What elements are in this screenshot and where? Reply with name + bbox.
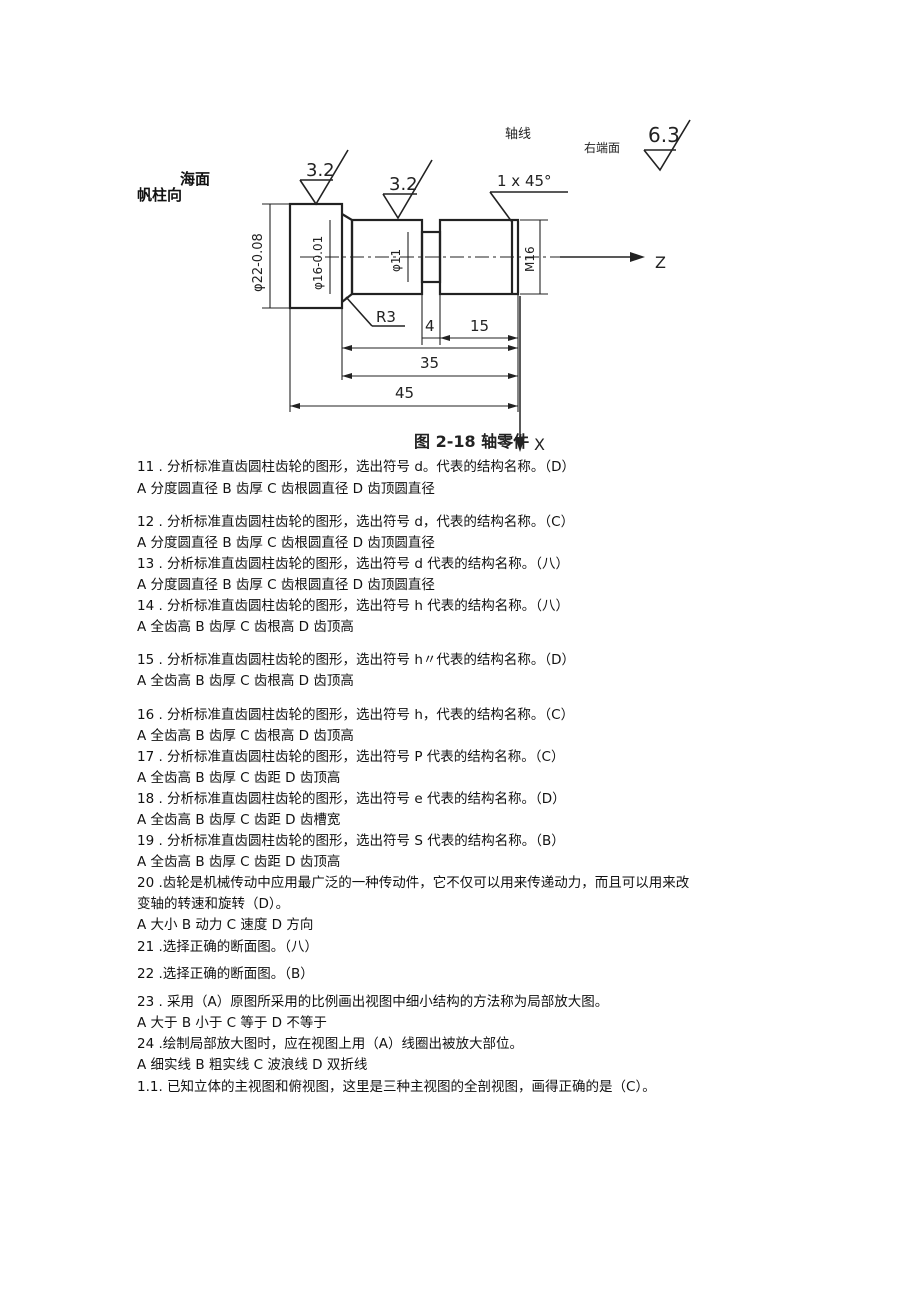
roughness-mid-value: 3.2	[389, 174, 418, 195]
dim-15: 15	[470, 317, 489, 335]
dim-4: 4	[425, 317, 435, 335]
surface-label: 右端面	[584, 140, 620, 155]
figure-caption: 图 2-18 轴零件	[414, 432, 529, 451]
z-label: Z	[655, 253, 666, 272]
question-16: 16 . 分析标准直齿圆柱齿轮的图形，选出符号 h，代表的结构名称。（C）	[137, 707, 575, 723]
dim-dia16: φ16-0.01	[311, 236, 325, 290]
options-18: A 全齿高 B 齿厚 C 齿距 D 齿槽宽	[137, 812, 341, 828]
question-14: 14 . 分析标准直齿圆柱齿轮的图形，选出符号 h 代表的结构名称。（八）	[137, 598, 569, 614]
options-12: A 分度圆直径 B 齿厚 C 齿根圆直径 D 齿顶圆直径	[137, 535, 435, 551]
options-17: A 全齿高 B 齿厚 C 齿距 D 齿顶高	[137, 770, 341, 786]
axis-label: 轴线	[505, 127, 531, 142]
x-label: X	[534, 435, 545, 454]
roughness-left-icon	[299, 149, 349, 206]
question-12: 12 . 分析标准直齿圆柱齿轮的图形，选出符号 d，代表的结构名称。（C）	[137, 514, 575, 530]
options-24: A 细实线 B 粗实线 C 波浪线 D 双折线	[137, 1057, 368, 1073]
options-11: A 分度圆直径 B 齿厚 C 齿根圆直径 D 齿顶圆直径	[137, 481, 435, 497]
options-19: A 全齿高 B 齿厚 C 齿距 D 齿顶高	[137, 854, 341, 870]
question-1-1: 1.1. 已知立体的主视图和俯视图，这里是三种主视图的全剖视图，画得正确的是（C…	[137, 1079, 656, 1095]
question-17: 17 . 分析标准直齿圆柱齿轮的图形，选出符号 P 代表的结构名称。（C）	[137, 749, 565, 765]
z-arrow-icon	[630, 252, 645, 262]
question-23: 23 . 采用（A）原图所采用的比例画出视图中细小结构的方法称为局部放大图。	[137, 994, 609, 1010]
question-21: 21 .选择正确的断面图。（八）	[137, 939, 319, 955]
question-24: 24 .绘制局部放大图时，应在视图上用（A）线圈出被放大部位。	[137, 1036, 523, 1052]
shaft-drawing-svg: 轴线 右端面 3.2 3.2 6.3 1 x 45° R3 4 15 35 45…	[251, 119, 691, 454]
options-23: A 大于 B 小于 C 等于 D 不等于	[137, 1015, 327, 1031]
roughness-right-icon	[643, 119, 691, 172]
question-15: 15 . 分析标准直齿圆柱齿轮的图形，选出符号 h〃代表的结构名称。（D）	[137, 652, 576, 668]
roughness-left-value: 3.2	[306, 160, 335, 181]
side-label-1: 海面	[180, 170, 211, 188]
dim-35: 35	[420, 354, 439, 372]
question-20: 20 .齿轮是机械传动中应用最广泛的一种传动件，它不仅可以用来传递动力，而且可以…	[137, 875, 690, 891]
roughness-right-value: 6.3	[648, 123, 680, 147]
question-20-cont: 变轴的转速和旋转（D）。	[137, 896, 290, 912]
options-14: A 全齿高 B 齿厚 C 齿根高 D 齿顶高	[137, 619, 354, 635]
dim-45: 45	[395, 384, 414, 402]
dim-dia22: φ22-0.08	[251, 233, 266, 292]
roughness-mid-icon	[382, 159, 433, 220]
options-16: A 全齿高 B 齿厚 C 齿根高 D 齿顶高	[137, 728, 354, 744]
options-13: A 分度圆直径 B 齿厚 C 齿根圆直径 D 齿顶圆直径	[137, 577, 435, 593]
x-arrow-icon	[515, 437, 525, 452]
options-15: A 全齿高 B 齿厚 C 齿根高 D 齿顶高	[137, 673, 354, 689]
question-19: 19 . 分析标准直齿圆柱齿轮的图形，选出符号 S 代表的结构名称。（B）	[137, 833, 565, 849]
question-13: 13 . 分析标准直齿圆柱齿轮的图形，选出符号 d 代表的结构名称。（八）	[137, 556, 569, 572]
side-label-2: 帆柱向	[137, 186, 183, 204]
dim-thread: M16	[523, 246, 537, 272]
dim-dia11: φ11	[389, 249, 403, 272]
shaft-drawing-figure: 海面 帆柱向	[0, 0, 920, 470]
options-20: A 大小 B 动力 C 速度 D 方向	[137, 917, 314, 933]
question-11: 11 . 分析标准直齿圆柱齿轮的图形，选出符号 d。代表的结构名称。（D）	[137, 459, 576, 475]
question-22: 22 .选择正确的断面图。（B）	[137, 966, 314, 982]
chamfer-label: 1 x 45°	[497, 172, 552, 190]
radius-label: R3	[376, 308, 396, 326]
shaft-fillet	[341, 213, 354, 303]
question-18: 18 . 分析标准直齿圆柱齿轮的图形，选出符号 e 代表的结构名称。（D）	[137, 791, 566, 807]
